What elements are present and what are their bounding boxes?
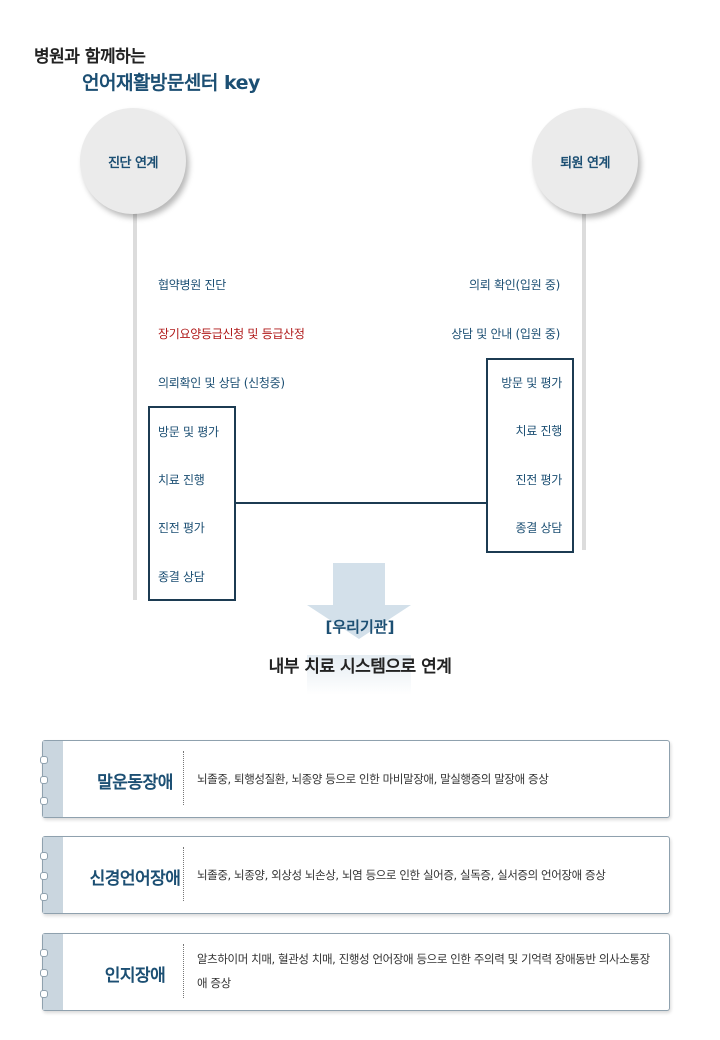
right-step-2: 상담 및 안내 (입원 중) [451, 327, 560, 341]
internal-system-label: 내부 치료 시스템으로 연계 [268, 657, 452, 677]
right-box-step-1: 방문 및 평가 [501, 376, 562, 390]
binder-ring [40, 969, 48, 977]
card-divider [183, 944, 184, 998]
right-box-step-2: 치료 진행 [515, 424, 563, 438]
card-binder-strip [43, 934, 63, 1010]
right-box-step-3: 진전 평가 [515, 473, 563, 487]
left-box-step-2: 치료 진행 [158, 473, 205, 487]
card-binder-strip [43, 741, 63, 817]
left-box-step-1: 방문 및 평가 [158, 425, 219, 439]
card-description: 뇌졸중, 퇴행성질환, 뇌종양 등으로 인한 마비말장애, 말실행증의 말장애 … [197, 772, 549, 786]
binder-ring [40, 852, 48, 860]
our-organization-label: [우리기관] [325, 618, 395, 636]
binder-ring [40, 872, 48, 880]
right-circle-title: 퇴원 연계 [532, 108, 638, 214]
card-title: 신경언어장애 [89, 869, 181, 889]
card-title: 말운동장애 [97, 773, 173, 793]
card-description: 뇌졸중, 뇌종양, 외상성 뇌손상, 뇌염 등으로 인한 실어증, 실독증, 실… [197, 868, 606, 882]
card-description: 알츠하이머 치매, 혈관성 치매, 진행성 언어장애 등으로 인한 주의력 및 … [197, 952, 650, 990]
header-subtitle: 병원과 함께하는 [34, 47, 146, 67]
right-box-step-4: 종결 상담 [515, 521, 563, 535]
card-title: 인지장애 [104, 966, 166, 986]
box-connector-line [234, 502, 488, 504]
header-title: 언어재활방문센터 key [82, 72, 260, 94]
down-arrow-head [307, 605, 411, 639]
card-divider [183, 847, 184, 901]
left-timeline-line [133, 210, 137, 600]
left-circle-title: 진단 연계 [80, 108, 186, 214]
card-neurolinguistic: 신경언어장애 뇌졸중, 뇌종양, 외상성 뇌손상, 뇌염 등으로 인한 실어증,… [40, 836, 670, 914]
card-motor-speech: 말운동장애 뇌졸중, 퇴행성질환, 뇌종양 등으로 인한 마비말장애, 말실행증… [40, 740, 670, 818]
left-step-3: 의뢰확인 및 상담 (신청중) [158, 376, 285, 390]
left-box-step-3: 진전 평가 [158, 521, 205, 535]
left-step-2: 장기요양등급신청 및 등급산정 [158, 327, 305, 341]
binder-ring [40, 893, 48, 901]
right-step-1: 의뢰 확인(입원 중) [469, 278, 560, 292]
binder-ring [40, 990, 48, 998]
right-process-box [486, 358, 574, 553]
right-timeline-line [582, 210, 586, 550]
left-box-step-4: 종결 상담 [158, 570, 205, 584]
binder-ring [40, 797, 48, 805]
binder-ring [40, 756, 48, 764]
card-cognitive: 인지장애 알츠하이머 치매, 혈관성 치매, 진행성 언어장애 등으로 인한 주… [40, 933, 670, 1011]
binder-ring [40, 949, 48, 957]
down-arrow-shaft [333, 563, 385, 605]
left-step-1: 협약병원 진단 [158, 278, 226, 292]
card-divider [183, 751, 184, 805]
down-arrow-fade [307, 655, 411, 695]
card-binder-strip [43, 837, 63, 913]
binder-ring [40, 776, 48, 784]
